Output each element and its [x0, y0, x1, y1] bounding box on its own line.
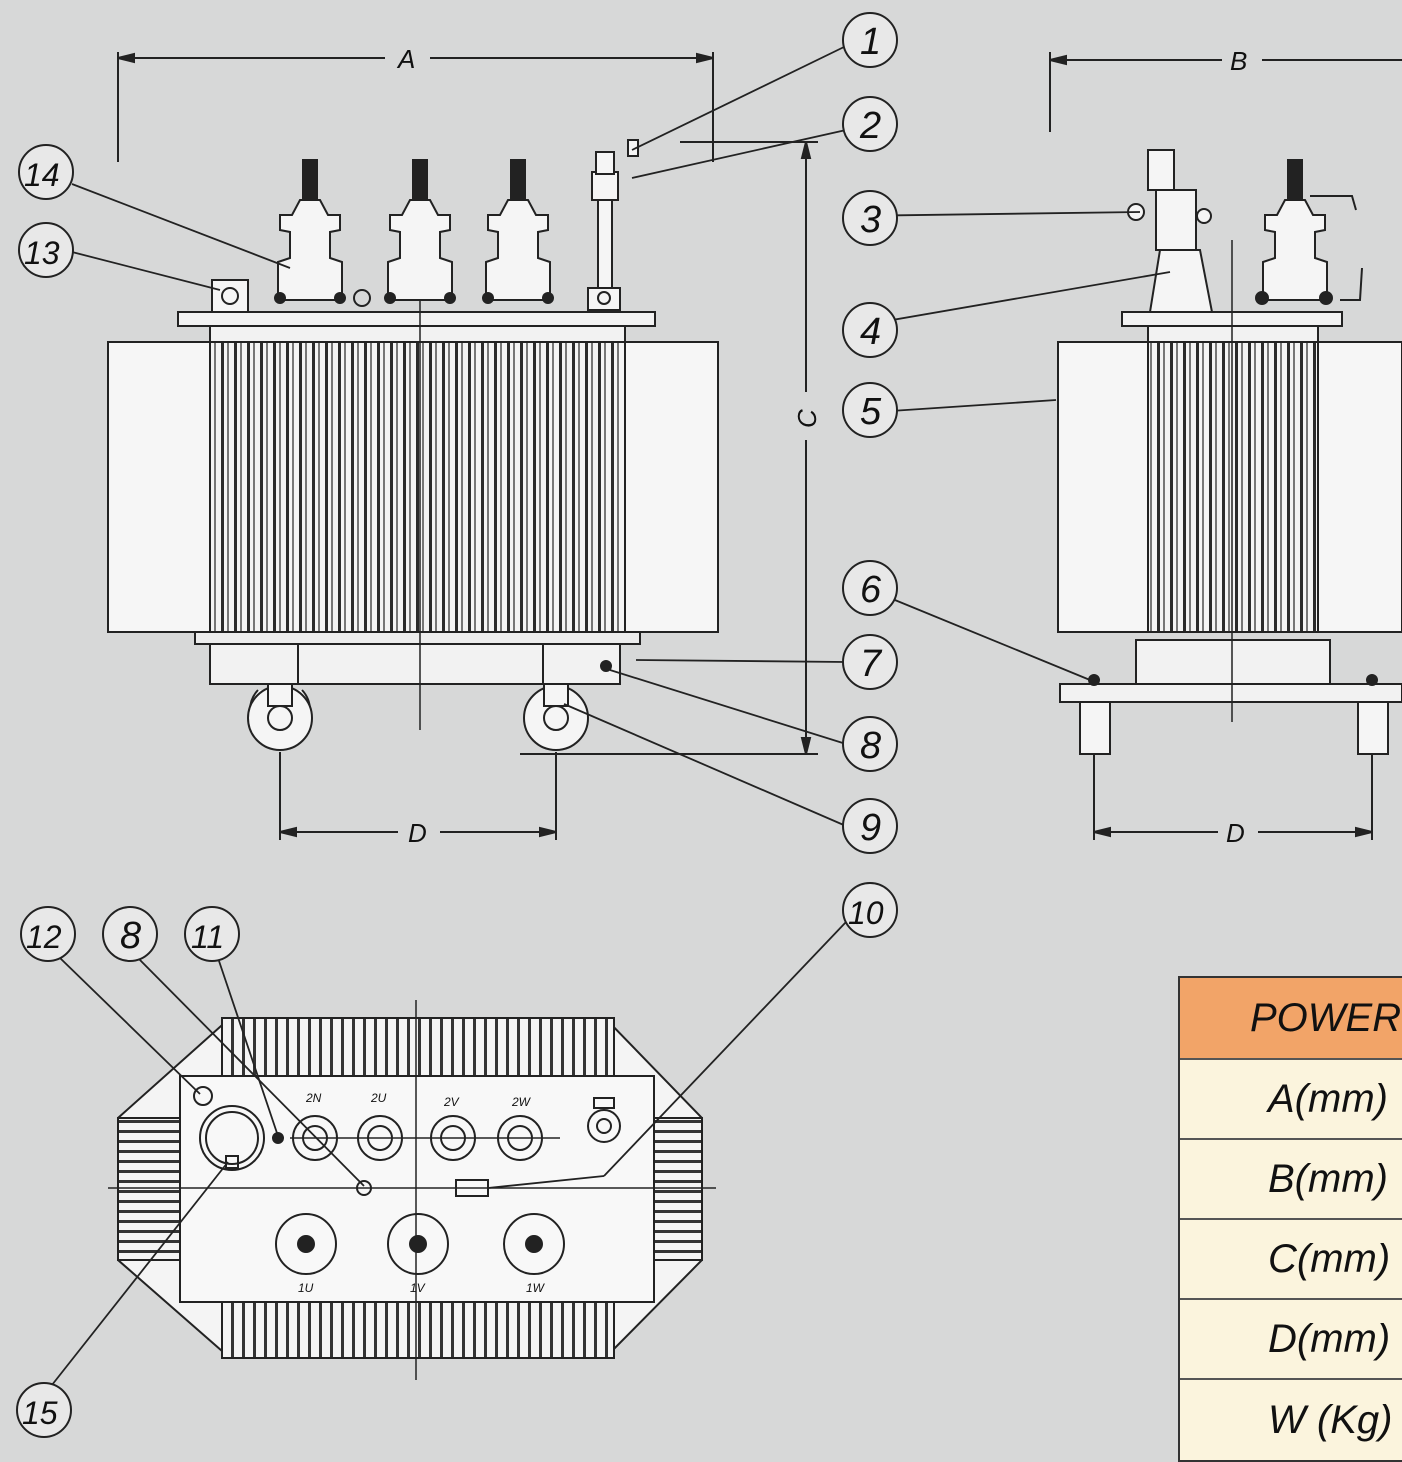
- terminal-label: 1V: [410, 1281, 426, 1295]
- dimension-label-b: B: [1230, 46, 1247, 76]
- terminal-label: 1W: [526, 1281, 546, 1295]
- callout-11: 11: [184, 906, 240, 962]
- terminal-label: 2N: [305, 1091, 322, 1105]
- dimension-d-side: [1093, 754, 1373, 840]
- svg-text:4: 4: [860, 311, 881, 353]
- hv-bushing: [277, 159, 343, 301]
- front-view: [107, 52, 818, 840]
- callout-2: 2: [842, 96, 898, 152]
- table-row: A(mm): [1180, 1060, 1402, 1140]
- callout-5: 5: [842, 382, 898, 438]
- callout-4: 4: [842, 302, 898, 358]
- table-row: W (Kg): [1180, 1380, 1402, 1460]
- lv-terminal: [357, 1115, 403, 1161]
- svg-text:1: 1: [860, 21, 881, 63]
- dimension-a: [117, 52, 714, 162]
- lv-terminal: [430, 1115, 476, 1161]
- svg-text:13: 13: [24, 235, 60, 271]
- svg-text:8: 8: [120, 915, 141, 957]
- svg-text:15: 15: [22, 1395, 58, 1431]
- terminal-labels: 2N 2U 2V 2W 1U 1V 1W: [298, 1091, 546, 1295]
- hv-terminal: [503, 1213, 565, 1275]
- hv-bushing: [387, 159, 453, 301]
- callout-7: 7: [842, 634, 898, 690]
- callout-14: 14: [18, 144, 74, 200]
- svg-text:9: 9: [860, 807, 881, 849]
- callout-8: 8: [842, 716, 898, 772]
- svg-text:3: 3: [860, 199, 881, 241]
- table-header: POWER: [1180, 978, 1402, 1060]
- lv-terminal: [497, 1115, 543, 1161]
- svg-text:14: 14: [24, 157, 60, 193]
- dimension-label-a: A: [396, 44, 415, 74]
- table-row: C(mm): [1180, 1220, 1402, 1300]
- dimension-b: [1049, 52, 1402, 132]
- terminal-label: 2W: [511, 1095, 532, 1109]
- top-view: [108, 1000, 716, 1380]
- terminal-label: 1U: [298, 1281, 314, 1295]
- svg-text:7: 7: [860, 643, 883, 685]
- terminal-label: 2U: [370, 1091, 387, 1105]
- callout-15: 15: [16, 1382, 72, 1438]
- callout-8-top-view: 8: [102, 906, 158, 962]
- table-row: D(mm): [1180, 1300, 1402, 1380]
- svg-text:10: 10: [848, 895, 884, 931]
- lv-terminal: [292, 1115, 338, 1161]
- dimensions-table: POWER A(mm) B(mm) C(mm) D(mm) W (Kg): [1178, 976, 1402, 1462]
- svg-text:6: 6: [860, 569, 882, 611]
- wheel: [247, 683, 313, 751]
- callout-9: 9: [842, 798, 898, 854]
- callout-1: 1: [842, 12, 898, 68]
- side-view: [1049, 52, 1402, 840]
- svg-text:12: 12: [26, 919, 62, 955]
- svg-text:5: 5: [860, 391, 882, 433]
- dimension-label-d-side: D: [1226, 818, 1245, 848]
- dimension-d-front: [279, 752, 557, 840]
- hv-terminal: [275, 1213, 337, 1275]
- callout-10: 10: [842, 882, 898, 938]
- hv-bushing: [485, 159, 551, 301]
- callouts: 1 2 3 4 5 6 7 8 9 10 11 12 8 13 14 15: [16, 12, 898, 1438]
- terminal-label: 2V: [443, 1095, 460, 1109]
- oil-level-indicator: [587, 139, 639, 311]
- callout-13: 13: [18, 222, 74, 278]
- svg-text:11: 11: [191, 919, 224, 955]
- dimension-label-c: C: [792, 409, 822, 428]
- callout-3: 3: [842, 190, 898, 246]
- svg-text:2: 2: [859, 105, 881, 147]
- svg-text:8: 8: [860, 725, 881, 767]
- hv-terminal: [387, 1213, 449, 1275]
- callout-12: 12: [20, 906, 76, 962]
- dimension-label-d-front: D: [408, 818, 427, 848]
- callout-6: 6: [842, 560, 898, 616]
- leader-lines: [47, 45, 1171, 1391]
- wheel: [523, 683, 589, 751]
- table-row: B(mm): [1180, 1140, 1402, 1220]
